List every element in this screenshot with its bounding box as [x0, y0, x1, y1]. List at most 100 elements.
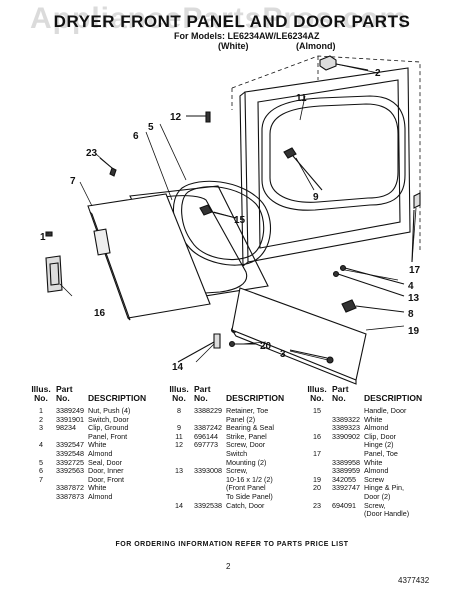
color-white-label: (White) [218, 41, 249, 51]
table-row: Mounting (2) [168, 458, 266, 467]
header-illus: Illus. No. [169, 384, 189, 403]
parts-table: Illus. No. Part No. DESCRIPTION 1 3389249… [30, 385, 445, 548]
callout-17: 19 [408, 326, 420, 337]
part-description: 10-16 x 1/2 (2) [226, 474, 273, 484]
cabinet-outline [231, 55, 421, 250]
callout-2: 2 [375, 68, 381, 79]
header-description: DESCRIPTION [88, 393, 147, 403]
callout-8: 8 [408, 309, 414, 320]
part-description: Bearing & Seal [226, 423, 274, 433]
part-number: 3390902 [332, 431, 360, 441]
table-row: Door (2) [306, 493, 390, 501]
callout-16: 17 [409, 265, 421, 276]
header-part: Part No. [56, 384, 73, 403]
door-switch-part [319, 55, 369, 71]
callout-labels: 2 11 12 5 6 23 7 9 15 17 4 13 8 19 20 14… [40, 68, 421, 373]
illus-number: 14 [175, 500, 183, 510]
part-number: 3389958 [332, 457, 360, 467]
toe-retainer [341, 299, 405, 313]
part-number: 3387872 [56, 483, 84, 493]
part-description: Almond [364, 466, 389, 476]
door-clip-hinge [411, 192, 421, 263]
toe-panel [231, 287, 367, 385]
part-description: (Front Panel [226, 483, 266, 493]
illus-number: 6 [39, 466, 43, 476]
part-number: 3392538 [194, 500, 222, 510]
part-description: Door, Front [88, 474, 124, 484]
illus-number: 13 [175, 466, 183, 476]
page-title: DRYER FRONT PANEL AND DOOR PARTS [53, 12, 411, 31]
table-row: 3387873 Almond [30, 493, 112, 501]
part-number: 3392548 [56, 449, 84, 458]
part-description: (Door Handle) [364, 509, 410, 519]
part-description: Switch, Door [88, 414, 129, 424]
part-description: Hinge (2) [364, 440, 394, 450]
part-number: 3388229 [194, 406, 222, 415]
part-number: 3392747 [332, 483, 360, 493]
illus-number: 1 [39, 406, 43, 415]
page-number: 2 [226, 562, 231, 571]
table-row: To Side Panel) [168, 493, 273, 501]
illus-number: 3 [39, 423, 43, 433]
panel-strike [283, 147, 323, 191]
table-row: 3387872 White [30, 484, 106, 492]
part-description: Door, Inner [88, 466, 124, 476]
callout-6: 6 [133, 131, 139, 142]
part-description: Screw, [226, 466, 248, 476]
part-number: 697773 [194, 440, 218, 450]
part-number: 3392725 [56, 457, 84, 467]
part-description: Clip, Ground [88, 423, 129, 433]
illus-number: 8 [177, 406, 181, 415]
part-number: 696144 [194, 431, 218, 441]
push-nut [45, 231, 53, 237]
part-description: Seal, Door [88, 457, 122, 467]
callout-7: 7 [70, 176, 76, 187]
part-description: Panel, Toe [364, 449, 398, 458]
illus-number: 12 [175, 440, 183, 450]
side-screws [332, 264, 405, 297]
part-number: 3389323 [332, 423, 360, 433]
exploded-parts-diagram: 2 11 12 5 6 23 7 9 15 17 4 13 8 19 20 14… [40, 55, 421, 385]
handle-screw [99, 157, 117, 177]
part-description: Strike, Panel [226, 431, 267, 441]
switch-screw [186, 111, 211, 123]
header-part: Part No. [194, 384, 211, 403]
header-illus: Illus. No. [31, 384, 51, 403]
illus-number: 17 [313, 449, 321, 458]
part-number: 3387873 [56, 492, 84, 501]
part-number: 3389249 [56, 406, 84, 415]
part-description: Almond [88, 492, 113, 501]
door-handle [45, 255, 63, 293]
callout-12: 12 [170, 112, 182, 123]
part-number: 3389959 [332, 466, 360, 476]
illus-number: 16 [313, 431, 321, 441]
models-line: For Models: LE6234AW/LE6234AZ [174, 31, 320, 41]
part-description: Panel (2) [226, 414, 256, 424]
part-description: White [364, 414, 383, 424]
header-illus: Illus. No. [307, 384, 327, 403]
part-description: White [88, 483, 107, 493]
part-description: Catch, Door [226, 500, 265, 510]
part-description: Panel, Front [88, 431, 128, 441]
color-almond-label: (Almond) [296, 41, 336, 51]
header-description: DESCRIPTION [226, 393, 285, 403]
part-description: Screw, [364, 500, 386, 510]
header-description: DESCRIPTION [364, 393, 423, 403]
illus-number: 2 [39, 414, 43, 424]
part-number: 3392547 [56, 440, 84, 450]
table-row: (Front Panel [168, 484, 266, 492]
part-description: White [88, 440, 107, 450]
document-number: 4377432 [398, 576, 430, 585]
